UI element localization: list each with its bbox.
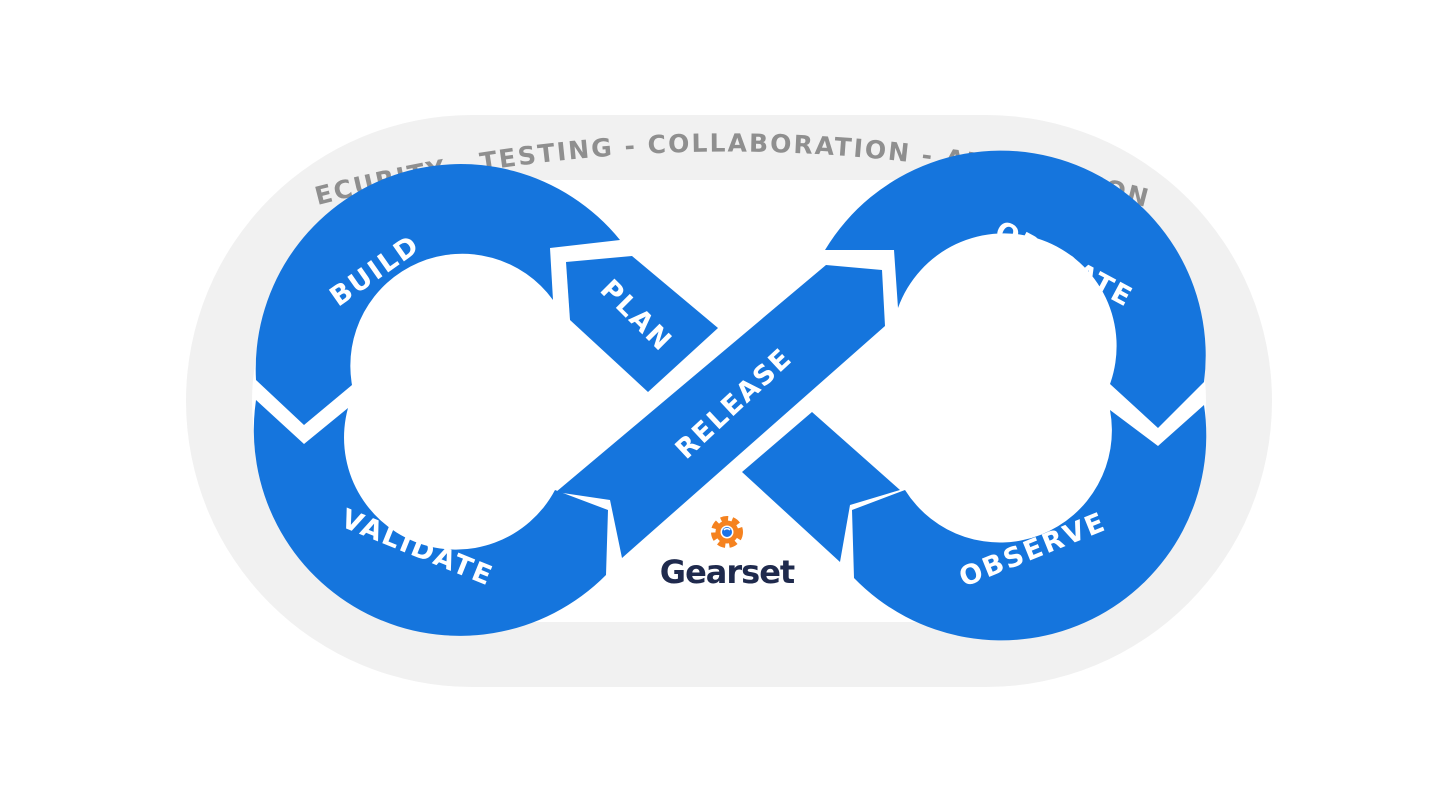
segment-release (556, 265, 885, 558)
brand-name: Gearset (660, 553, 795, 591)
infinity-loop (253, 150, 1207, 641)
segment-plan (566, 256, 718, 392)
segment-observe (852, 405, 1207, 641)
segment-operate (825, 150, 1206, 428)
segment-observe-arrow (742, 412, 900, 562)
gearset-logo: Gearset (660, 516, 796, 591)
segment-validate (253, 400, 608, 636)
segment-build (255, 164, 620, 425)
gear-icon (711, 516, 743, 548)
